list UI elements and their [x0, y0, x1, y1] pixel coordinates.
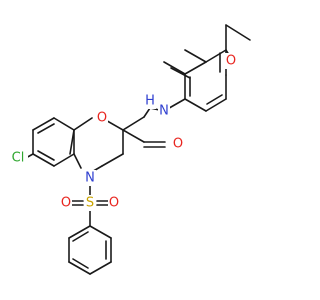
ring-nitrogen-label: N	[85, 171, 95, 186]
chemical-structure: O N H O O Cl N S O O	[8, 24, 251, 275]
bonds	[23, 24, 251, 275]
amide-nitrogen-label: N	[159, 104, 169, 119]
ring-oxygen-label: O	[97, 111, 107, 126]
ether-oxygen-label: O	[226, 54, 236, 69]
chlorine-label: Cl	[12, 151, 25, 166]
amide-hydrogen-label: H	[145, 94, 155, 109]
sulfur-label: S	[86, 196, 94, 211]
sulfonyl-oxygen-left-label: O	[61, 196, 71, 211]
carbonyl-oxygen-label: O	[173, 137, 183, 152]
sulfonyl-oxygen-right-label: O	[109, 196, 119, 211]
atom-labels: O N H O O Cl N S O O	[8, 53, 237, 211]
